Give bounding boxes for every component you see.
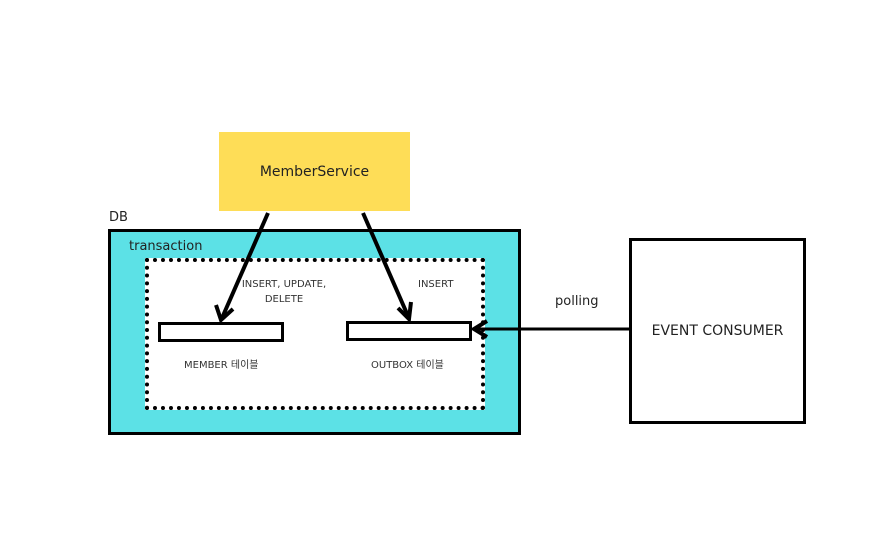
- event-consumer-label: EVENT CONSUMER: [651, 323, 784, 339]
- arrow-to-outbox-table-head: [396, 301, 413, 324]
- insert-label: INSERT: [418, 279, 454, 290]
- member-table-bar: [158, 322, 284, 342]
- operations-line-1: INSERT, UPDATE,: [241, 279, 327, 290]
- member-service-label: MemberService: [259, 163, 370, 180]
- db-label: DB: [109, 210, 128, 225]
- member-service-box: MemberService: [219, 132, 410, 211]
- operations-label: INSERT, UPDATE, DELETE: [228, 277, 340, 307]
- arrow-to-member-table-head: [214, 304, 235, 324]
- outbox-table-label: OUTBOX 테이블: [371, 360, 444, 371]
- member-table-label: MEMBER 테이블: [184, 360, 259, 371]
- operations-line-2: DELETE: [264, 294, 304, 305]
- transaction-label: transaction: [129, 239, 203, 254]
- polling-label: polling: [555, 294, 599, 309]
- polling-arrow-head: [470, 319, 489, 339]
- arrow-to-outbox-table: [361, 212, 410, 317]
- outbox-table-bar: [346, 321, 472, 341]
- event-consumer-box: EVENT CONSUMER: [629, 238, 806, 424]
- arrow-to-member-table: [220, 212, 270, 319]
